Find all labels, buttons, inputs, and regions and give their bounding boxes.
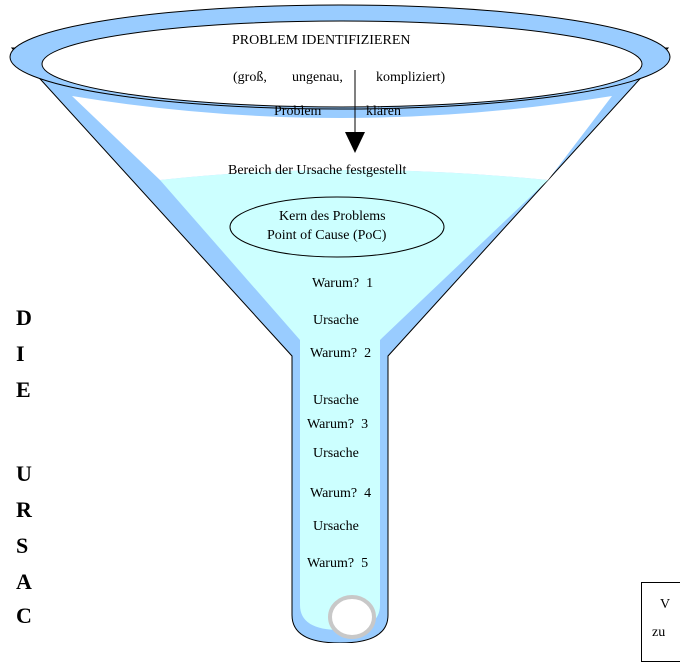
cause-label-1: Ursache (313, 313, 359, 328)
funnel-diagram (9, 4, 671, 643)
vertical-letter: E (16, 377, 31, 402)
side-note-line-1: V (660, 597, 671, 612)
vertical-letter: U (16, 461, 32, 486)
qualifier-complicated: kompliziert) (376, 70, 446, 85)
qualifier-vague: ungenau, (292, 70, 343, 85)
core-ellipse (229, 196, 445, 258)
point-of-cause-label: Point of Cause (PoC) (267, 228, 387, 243)
funnel-upper-interior (72, 96, 612, 180)
why-label-2: Warum? 2 (310, 346, 372, 361)
area-found-label: Bereich der Ursache festgestellt (228, 163, 407, 178)
why-label-5: Warum? 5 (307, 556, 369, 571)
vertical-letter: D (16, 305, 32, 330)
why-label-1: Warum? 1 (312, 276, 374, 291)
funnel-liquid (160, 170, 548, 630)
vertical-letter: A (16, 569, 32, 594)
funnel-rim-inner (41, 20, 643, 108)
cause-label-2: Ursache (313, 393, 359, 408)
heading-problem-identify: PROBLEM IDENTIFIZIEREN (232, 33, 411, 48)
cause-label-3: Ursache (313, 446, 359, 461)
side-note-box: V zu (641, 582, 680, 662)
arrow-head (345, 132, 365, 153)
funnel-drain (328, 595, 376, 639)
why-label-3: Warum? 3 (307, 417, 369, 432)
core-problem-label: Kern des Problems (279, 209, 386, 224)
side-note-line-2: zu (652, 625, 666, 640)
qualifier-large: (groß, (233, 70, 267, 85)
clarify-verb: klären (366, 104, 401, 119)
vertical-letter: I (16, 341, 25, 366)
clarify-problem: Problem (274, 104, 322, 119)
vertical-letter: C (16, 603, 32, 628)
vertical-letter: R (16, 497, 32, 522)
cause-label-4: Ursache (313, 519, 359, 534)
vertical-letter: S (16, 533, 29, 558)
why-label-4: Warum? 4 (310, 486, 372, 501)
